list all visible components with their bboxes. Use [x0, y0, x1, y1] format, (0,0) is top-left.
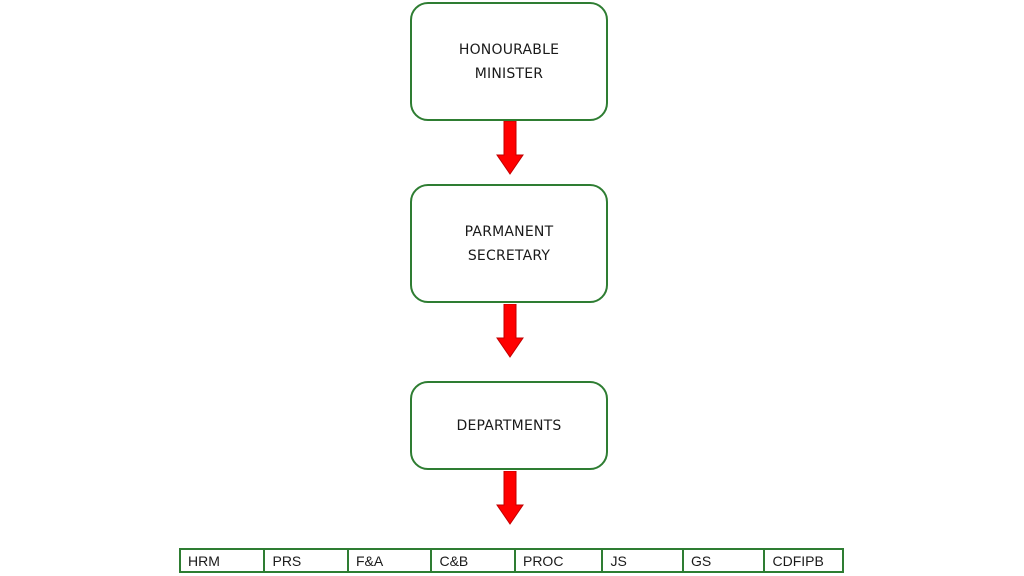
arrow-shape — [496, 471, 524, 525]
department-cell: CDFIPB — [772, 552, 824, 569]
arrow-shape — [496, 121, 524, 175]
department-cell: C&B — [432, 550, 516, 571]
secretary-label: PARMANENT SECRETARY — [465, 220, 554, 268]
secretary-label-line1: PARMANENT — [464, 223, 554, 240]
secretary-label-line2: SECRETARY — [467, 247, 551, 264]
arrow-shape — [496, 304, 524, 358]
down-arrow-icon — [496, 304, 524, 358]
minister-label-line2: MINISTER — [474, 65, 544, 82]
minister-box: HONOURABLE MINISTER — [410, 2, 608, 121]
department-cell: HRM — [181, 550, 266, 571]
secretary-box: PARMANENT SECRETARY — [410, 184, 608, 303]
department-cell: PROC — [516, 550, 604, 571]
departments-label-line: DEPARTMENTS — [456, 417, 562, 434]
minister-label: HONOURABLE MINISTER — [459, 38, 559, 86]
minister-label-line1: HONOURABLE — [458, 41, 560, 58]
departments-table: HRM PRS F&A C&B PROC JS GS CDFIPB — [179, 548, 844, 573]
departments-label: DEPARTMENTS — [456, 414, 561, 438]
department-cell: F&A — [349, 550, 433, 571]
department-cell: PRS — [265, 550, 349, 571]
down-arrow-icon — [496, 121, 524, 175]
departments-box: DEPARTMENTS — [410, 381, 608, 470]
down-arrow-icon — [496, 471, 524, 525]
department-cell: JS — [603, 550, 684, 571]
department-cell: GS — [684, 550, 766, 571]
